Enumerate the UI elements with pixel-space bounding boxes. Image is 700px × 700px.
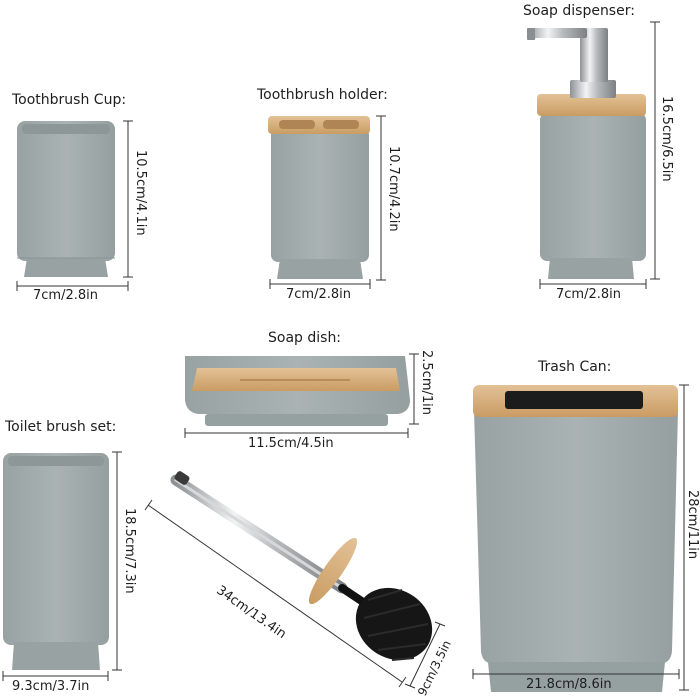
- toothbrush-cup-height: 10.5cm/4.1in: [133, 150, 148, 236]
- soap-dish-title: Soap dish:: [268, 330, 342, 346]
- toilet-brush-set-height: 18.5cm/7.3in: [122, 508, 137, 594]
- toilet-brush: [170, 471, 433, 661]
- toothbrush-holder-width: 7cm/2.8in: [286, 287, 351, 302]
- toothbrush-holder: [268, 116, 370, 279]
- soap-dish-height: 2.5cm/1in: [419, 350, 434, 415]
- trash-can-height: 28cm/11in: [685, 490, 700, 560]
- soap-dispenser-width: 7cm/2.8in: [556, 287, 621, 302]
- trash-can-width: 21.8cm/8.6in: [526, 677, 612, 692]
- soap-dish-width: 11.5cm/4.5in: [248, 436, 334, 451]
- soap-dispenser-height: 16.5cm/6.5in: [659, 96, 674, 182]
- toothbrush-holder-height: 10.7cm/4.2in: [386, 146, 401, 232]
- toothbrush-cup-width: 7cm/2.8in: [33, 288, 98, 303]
- toilet-brush-holder: [3, 453, 109, 670]
- trash-can: [473, 385, 678, 692]
- toilet-brush-set-width: 9.3cm/3.7in: [12, 679, 90, 694]
- soap-dispenser-title: Soap dispenser:: [523, 3, 635, 19]
- dimension-lines: [2, 21, 689, 691]
- soap-dispenser: [527, 28, 646, 279]
- toothbrush-cup: [17, 121, 115, 277]
- toothbrush-holder-title: Toothbrush holder:: [257, 87, 388, 103]
- toilet-brush-set-title: Toilet brush set:: [5, 419, 117, 435]
- trash-can-title: Trash Can:: [538, 359, 612, 375]
- soap-dish: [185, 356, 410, 426]
- toothbrush-cup-title: Toothbrush Cup:: [12, 92, 127, 108]
